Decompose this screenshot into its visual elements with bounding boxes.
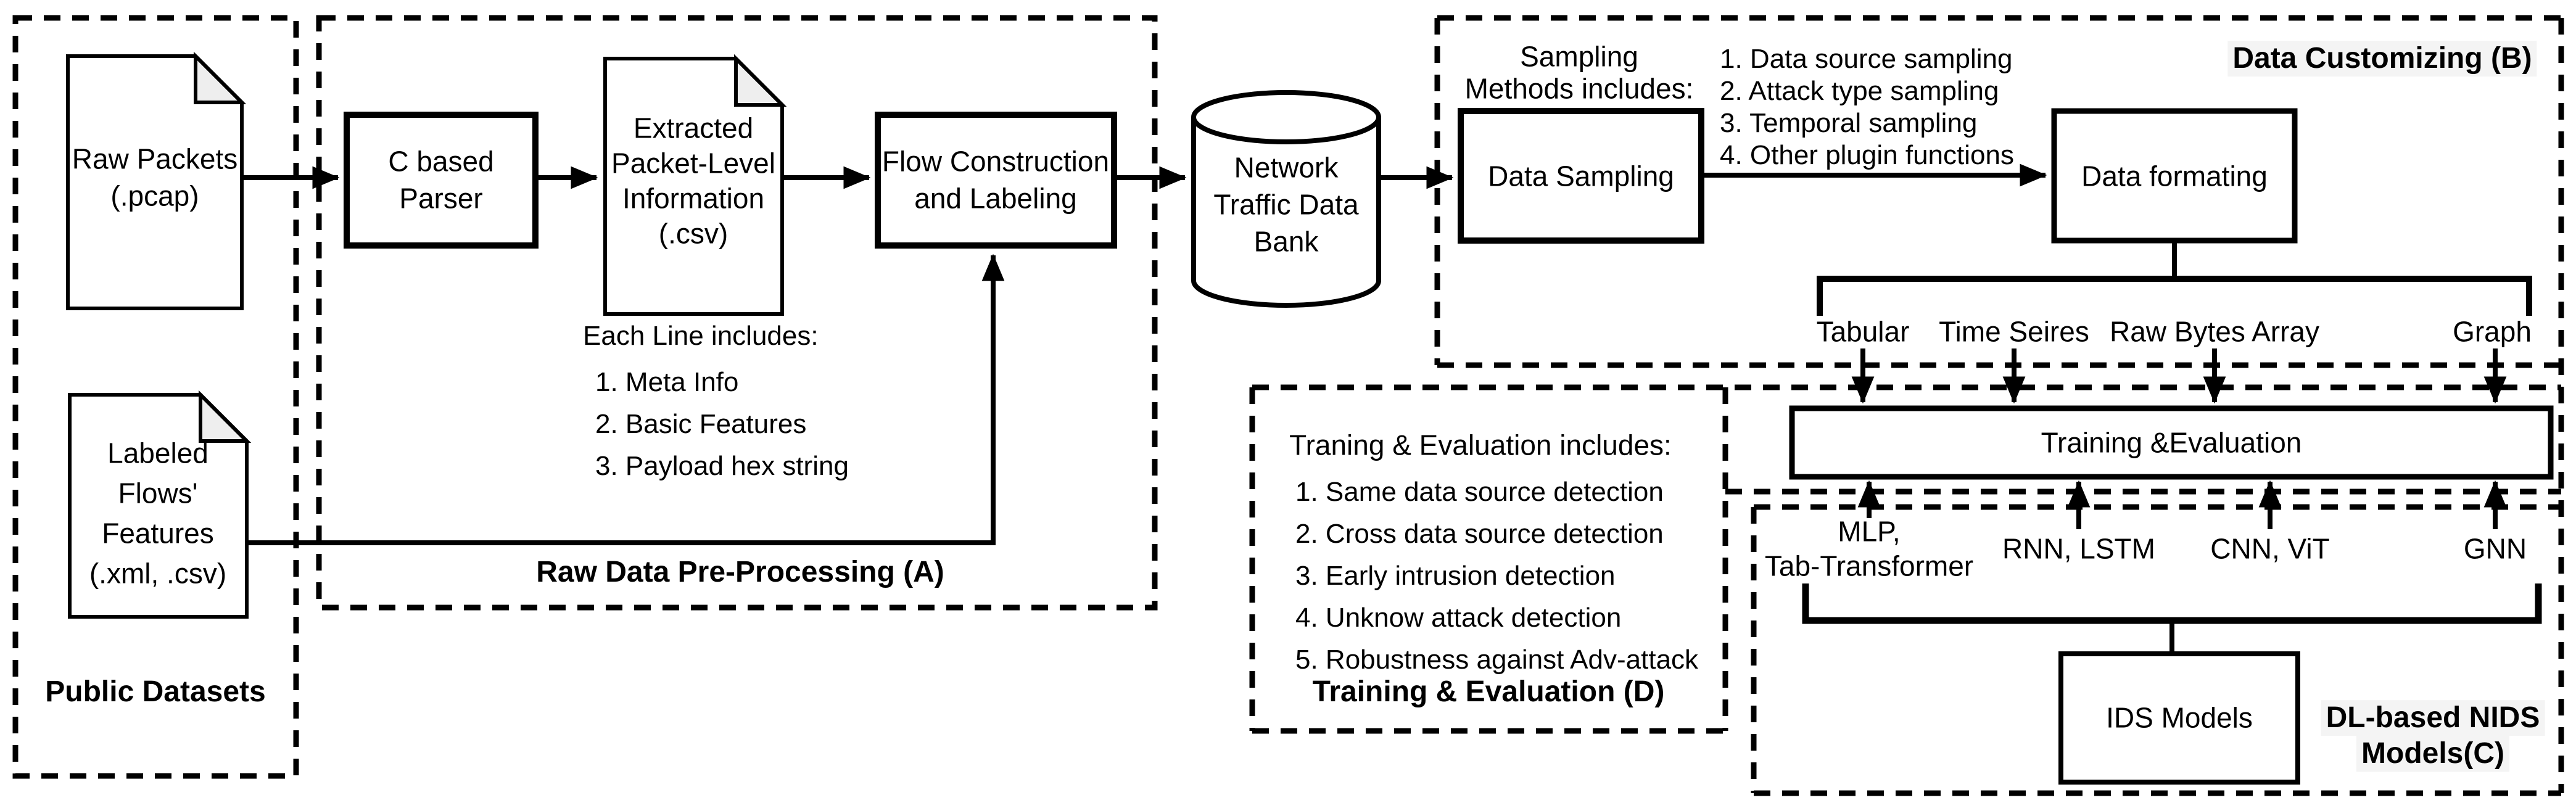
raw-packets-label-line1: Raw Packets [72,142,238,175]
model-label-mlp-line1: MLP, [1838,515,1901,548]
model-label-cnn: CNN, ViT [2210,532,2330,565]
region-title-raw-preprocessing: Raw Data Pre-Processing (A) [536,556,944,589]
ids-models-box [2058,651,2300,785]
training-includes-item-4: 4. Unknow attack detection [1295,603,1622,633]
arrow-labeledflows-to-flow [247,254,1005,545]
region-borders [12,15,2564,796]
data-formating-label: Data formating [2081,160,2268,192]
region-title-data-customizing: Data Customizing (B) [2227,41,2537,76]
ids-models-label: IDS Models [2106,701,2253,734]
format-label-graph: Graph [2453,315,2532,348]
each-line-item-2: 2. Basic Features [595,409,807,439]
training-includes-item-2: 2. Cross data source detection [1295,519,1664,549]
labeled-flows-doc-shape [68,393,249,619]
raw-packets-label-line2: (.pcap) [110,179,199,212]
sampling-method-item-1: 1. Data source sampling [1720,44,2013,74]
extracted-info-label-line4: (.csv) [658,217,729,250]
each-line-header: Each Line includes: [583,321,819,351]
data-sampling-box [1458,108,1704,244]
flow-construction-box [875,112,1117,249]
data-bank-cylinder-top [1191,90,1381,144]
connectors [242,163,2542,653]
sampling-methods-header-line2: Methods includes: [1464,72,1694,105]
labeled-flows-doc-fold [199,390,252,443]
format-label-raw-bytes: Raw Bytes Array [2110,315,2319,348]
model-label-mlp-line2: Tab-Transformer [1764,550,1974,582]
training-evaluation-bar-box [1789,405,2554,480]
sampling-method-item-4: 4. Other plugin functions [1720,140,2014,170]
flow-construction-label-line2: and Labeling [914,182,1077,215]
public-datasets-border [12,15,299,779]
extracted-info-doc-fold [734,54,787,107]
labeled-flows-label-line3: Features [102,517,214,550]
training-includes-item-1: 1. Same data source detection [1295,477,1664,507]
training-includes-item-5: 5. Robustness against Adv-attack [1295,645,1699,675]
extracted-info-label-line1: Extracted [633,112,754,144]
sampling-method-item-2: 2. Attack type sampling [1720,76,1999,106]
labeled-flows-label-line2: Flows' [118,477,198,509]
labeled-flows-label-line1: Labeled [107,437,208,469]
raw-packets-doc-fold [194,51,247,104]
model-label-rnn: RNN, LSTM [2002,532,2155,565]
region-title-nids-models-line1: DL-based NIDS [2321,700,2545,736]
c-parser-box [344,112,539,249]
format-label-time-series: Time Seires [1939,315,2089,348]
flow-construction-label-line1: Flow Construction [881,145,1110,178]
extracted-info-label-line2: Packet-Level [611,147,775,179]
training-evaluation-bar-label: Training &Evaluation [2041,426,2302,459]
data-bank-label-line2: Traffic Data [1213,188,1359,221]
format-label-tabular: Tabular [1816,315,1910,348]
document-shapes [66,51,787,619]
data-bank-cylinder-body [1191,117,1381,308]
format-bracket [1817,276,2532,316]
c-parser-label-line2: Parser [399,182,483,215]
process-boxes [344,108,2554,785]
data-formating-box [2051,108,2298,244]
region-title-public-datasets: Public Datasets [45,675,266,709]
sampling-methods-header-line1: Sampling [1520,40,1638,73]
data-bank-label-line1: Network [1234,151,1339,184]
model-label-gnn: GNN [2463,532,2527,565]
data-sampling-label: Data Sampling [1488,160,1674,192]
training-includes-item-3: 3. Early intrusion detection [1295,561,1616,591]
each-line-item-3: 3. Payload hex string [595,451,849,481]
data-bank-cylinder [1191,90,1381,308]
extracted-info-doc-shape [603,57,784,316]
region-title-nids-models-line2: Models(C) [2356,736,2509,772]
training-includes-header: Traning & Evaluation includes: [1289,429,1672,461]
raw-preprocessing-border [316,15,1158,611]
raw-packets-doc-shape [66,54,244,310]
labeled-flows-label-line4: (.xml, .csv) [89,557,227,590]
models-bracket [1802,583,2542,624]
region-title-training-evaluation: Training & Evaluation (D) [1312,675,1665,709]
data-bank-label-line3: Bank [1253,225,1319,258]
extracted-info-label-line3: Information [622,182,765,215]
each-line-item-1: 1. Meta Info [595,367,739,397]
c-parser-label-line1: C based [388,145,494,178]
sampling-method-item-3: 3. Temporal sampling [1720,108,1978,138]
